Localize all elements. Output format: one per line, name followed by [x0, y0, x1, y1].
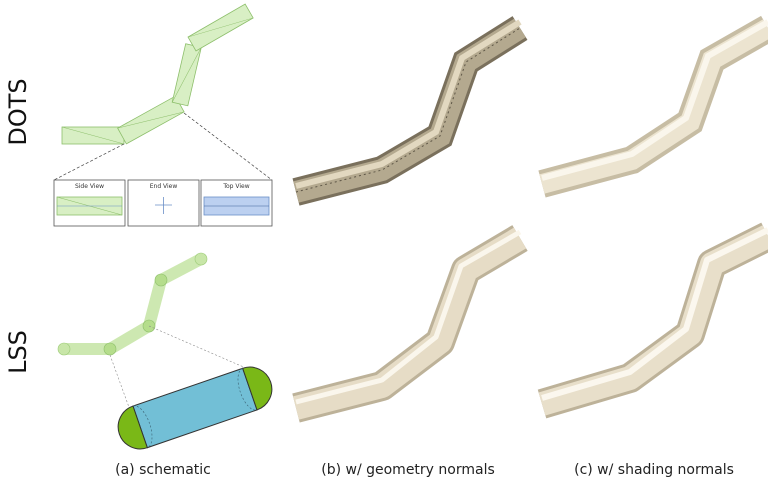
lss-schematic: [57, 252, 273, 450]
dots-segment-3: [171, 43, 202, 107]
lss-node: [194, 252, 208, 266]
side-view-title: Side View: [75, 183, 104, 190]
lss-geometry-render: [292, 225, 528, 423]
lss-node: [103, 342, 117, 356]
dots-segment-4: [187, 3, 254, 52]
lss-capsule: [117, 366, 273, 450]
lss-zoom-line-left: [109, 354, 131, 411]
row-label-lss: LSS: [4, 330, 32, 374]
end-view-title: End View: [150, 183, 178, 190]
caption-schematic: (a) schematic: [115, 462, 211, 478]
caption-geometry-normals: (b) w/ geometry normals: [321, 462, 495, 478]
end-view-panel: End View: [127, 179, 200, 227]
lss-zoom-line-right: [148, 325, 263, 376]
row-label-dots: DOTS: [4, 78, 32, 145]
dots-shading-render: [538, 15, 768, 198]
dots-segment-1: [61, 126, 125, 145]
capsule-cap-right: [242, 366, 273, 411]
lss-chain: [58, 253, 207, 355]
top-view-panel: Top View: [200, 179, 273, 227]
capsule-cap-left: [117, 405, 148, 450]
dots-schematic: Side View End View Top View: [53, 3, 273, 227]
caption-shading-normals: (c) w/ shading normals: [574, 462, 734, 478]
zoom-line-right: [183, 112, 273, 181]
side-view-panel: Side View: [53, 179, 126, 227]
top-view-title: Top View: [222, 183, 249, 190]
zoom-line-left: [53, 143, 125, 181]
dots-segment-2: [117, 95, 185, 145]
lss-node: [154, 273, 168, 287]
lss-node: [57, 342, 71, 356]
dots-geometry-render: [292, 16, 528, 206]
lss-shading-render: [537, 222, 768, 419]
